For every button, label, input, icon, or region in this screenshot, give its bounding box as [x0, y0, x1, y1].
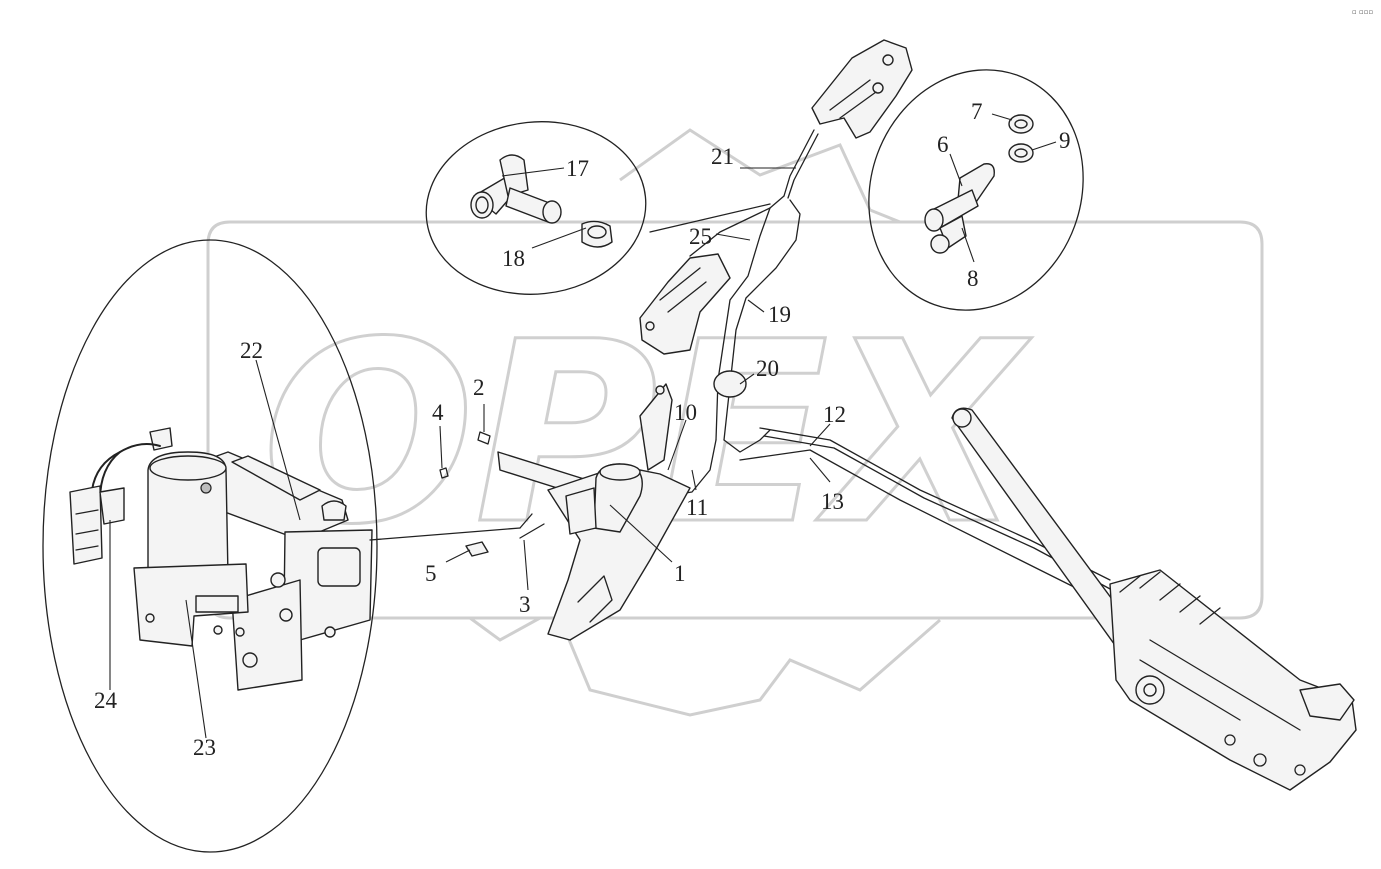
callout-20: 20 — [756, 356, 779, 381]
callout-22: 22 — [240, 338, 263, 363]
cross-fittings — [924, 114, 1034, 254]
callout-10: 10 — [674, 400, 697, 425]
callout-4: 4 — [432, 400, 444, 425]
zone-cross-fittings — [868, 69, 1084, 311]
callout-5: 5 — [425, 561, 437, 586]
callout-7: 7 — [971, 99, 983, 124]
callout-18: 18 — [502, 246, 525, 271]
callout-24: 24 — [94, 688, 118, 713]
leader-lines — [109, 113, 1057, 739]
callout-11: 11 — [686, 495, 708, 520]
callout-12: 12 — [823, 402, 846, 427]
callout-19: 19 — [768, 302, 791, 327]
callout-labels: 1 2 3 4 5 6 7 8 9 10 11 12 13 17 18 19 2… — [94, 99, 1071, 760]
callout-21: 21 — [711, 144, 734, 169]
callout-25: 25 — [689, 224, 712, 249]
middle-pedal — [639, 253, 731, 355]
corner-mark: ▫ ▫▫▫ — [1352, 8, 1373, 16]
callout-13: 13 — [821, 489, 844, 514]
upper-bracket — [811, 39, 913, 139]
gearbox-assembly — [951, 407, 1357, 791]
pedal-assembly — [439, 383, 691, 641]
callout-3: 3 — [519, 592, 531, 617]
callout-23: 23 — [193, 735, 216, 760]
tee-fittings — [470, 154, 613, 248]
callout-8: 8 — [967, 266, 979, 291]
callout-9: 9 — [1059, 128, 1071, 153]
callout-6: 6 — [937, 132, 949, 157]
watermark-gear — [206, 128, 1264, 717]
zone-pump-unit — [42, 239, 378, 853]
callout-17: 17 — [566, 156, 589, 181]
callout-2: 2 — [473, 375, 485, 400]
zone-tee-fittings — [425, 121, 647, 295]
pump-unit — [69, 427, 373, 691]
callout-1: 1 — [674, 561, 686, 586]
